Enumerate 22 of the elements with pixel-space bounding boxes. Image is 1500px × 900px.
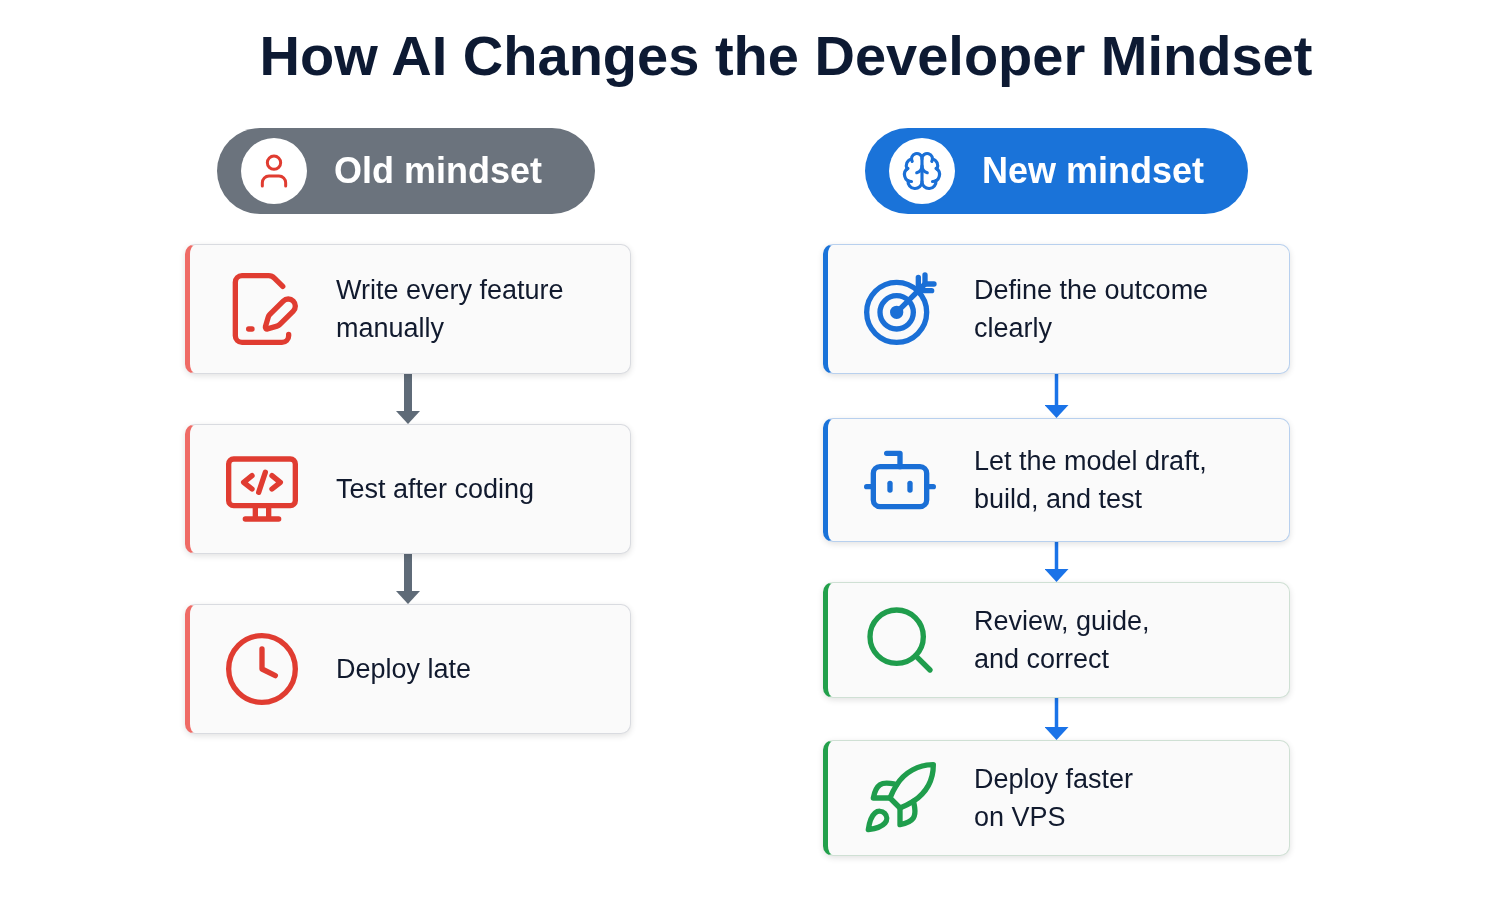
arrow	[1044, 374, 1069, 418]
header-label: Old mindset	[334, 149, 543, 193]
step-card	[823, 244, 1290, 374]
step-card	[823, 740, 1290, 856]
arrow	[396, 554, 420, 604]
header-label: New mindset	[982, 149, 1205, 193]
step-card	[823, 582, 1290, 698]
step-text: Deploy late	[336, 653, 473, 686]
step-card	[185, 244, 631, 374]
step-card	[185, 424, 631, 554]
step-card	[823, 418, 1290, 542]
step-text: Write every feature manually	[336, 274, 565, 345]
step-text: Define the outcome clearly	[974, 274, 1210, 345]
step-text: Test after coding	[336, 473, 536, 506]
step-card	[185, 604, 631, 734]
arrow	[1044, 698, 1069, 740]
step-text: Deploy faster on VPS	[974, 763, 1135, 834]
step-text: Let the model draft, build, and test	[974, 445, 1208, 516]
arrow	[1044, 542, 1069, 582]
title: How AI Changes the Developer Mindset	[258, 23, 1314, 89]
step-text: Review, guide, and correct	[974, 605, 1151, 676]
arrow	[396, 374, 420, 424]
